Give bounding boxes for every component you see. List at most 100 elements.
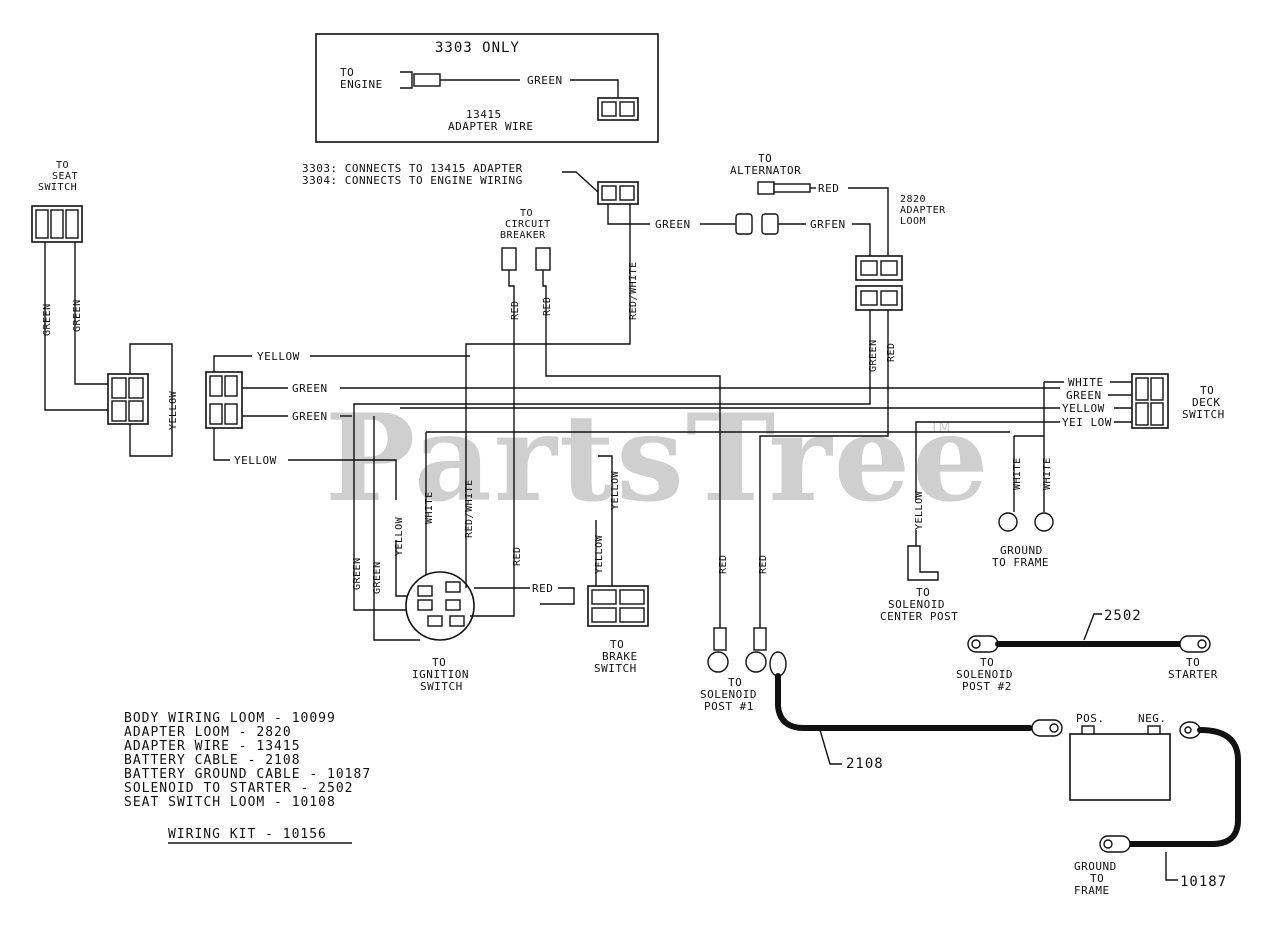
watermark: PartsTree TM <box>325 388 990 529</box>
solenoid-post1-group: RED RED TO SOLENOID POST #1 <box>700 554 769 713</box>
wire-red-alternator: RED <box>818 182 839 195</box>
brake-label-2: BRAKE <box>602 650 638 663</box>
inset-wire-green: GREEN <box>527 74 563 87</box>
parts-list: BODY WIRING LOOM - 10099 ADAPTER LOOM - … <box>124 711 371 844</box>
wire-green-adapter: GREEN <box>868 339 879 372</box>
inset-plug-body <box>413 73 441 87</box>
breaker-terminal-1 <box>501 247 517 271</box>
breaker-terminal-2 <box>535 247 551 271</box>
ground-frame-label-1: GROUND <box>1000 544 1043 557</box>
starter-label-2: STARTER <box>1168 668 1218 681</box>
inset-to-engine-2: ENGINE <box>340 78 383 91</box>
parts-list-item: SOLENOID TO STARTER - 2502 <box>124 781 354 796</box>
circuit-breaker-group: TO CIRCUIT BREAKER RED RED <box>500 208 721 628</box>
solenoid-center-label-3: CENTER POST <box>880 610 958 623</box>
parts-list-item: BODY WIRING LOOM - 10099 <box>124 711 336 726</box>
ignition-label-3: SWITCH <box>420 680 463 693</box>
inset-frame <box>315 33 659 143</box>
ground-frame-label-2: TO FRAME <box>992 556 1049 569</box>
sol-post1-label-1: TO <box>728 676 742 689</box>
brake-switch-group: YELLOW YELLOW TO BRAKE SWITCH <box>587 455 649 675</box>
cable-2502: 2502 TO SOLENOID POST #2 TO STARTER <box>956 608 1218 693</box>
sol-post1-label-2: SOLENOID <box>700 688 757 701</box>
ignition-label-2: IGNITION <box>412 668 469 681</box>
ground-ring-2 <box>1034 512 1054 532</box>
sol-post1-label-3: POST #1 <box>704 700 754 713</box>
sol-post2-label-1: TO <box>980 656 994 669</box>
parts-list-item: SEAT SWITCH LOOM - 10108 <box>124 795 336 810</box>
ground-bottom-label-2: TO <box>1090 872 1104 885</box>
battery-cable-2108: 2108 <box>769 651 1063 772</box>
seat-switch-label-3: SWITCH <box>38 182 77 193</box>
battery-neg: NEG. <box>1138 712 1167 725</box>
wire-red-ign: RED <box>512 546 523 566</box>
wire-red-adapter: RED <box>886 342 897 362</box>
solenoid-ring-1 <box>707 651 729 673</box>
wire-yei-low-deck: YEI LOW <box>1062 416 1112 429</box>
watermark-brand: PartsTree <box>325 388 990 529</box>
wire-green-2: GREEN <box>292 410 328 423</box>
wire-yellow-brake-2: YELLOW <box>594 534 605 574</box>
wire-grfen: GRFEN <box>810 218 846 231</box>
connects-3303: 3303: CONNECTS TO 13415 ADAPTER <box>302 162 523 175</box>
wire-red-breaker-1: RED <box>510 300 521 320</box>
wire-red-sol-2: RED <box>758 554 769 574</box>
solenoid-center-post-group: YELLOW TO SOLENOID CENTER POST <box>880 490 958 623</box>
solenoid-center-label-1: TO <box>916 586 930 599</box>
deck-switch-label-3: SWITCH <box>1182 408 1225 421</box>
ignition-switch-body <box>405 571 475 641</box>
wire-yellow-ign: YELLOW <box>394 516 405 556</box>
seat-switch-label-2: SEAT <box>52 171 78 182</box>
engine-connector-group: 3303: CONNECTS TO 13415 ADAPTER 3304: CO… <box>302 162 871 560</box>
circuit-breaker-label-1: TO <box>520 208 533 219</box>
wire-red-breaker-2: RED <box>542 296 553 316</box>
wire-green-ign-1: GREEN <box>352 557 363 590</box>
solenoid-ring-2 <box>745 651 767 673</box>
wire-red-white-top: RED/WHITE <box>628 261 639 320</box>
wire-yellow-solenoid: YELLOW <box>914 490 925 530</box>
alternator-label-2: ALTERNATOR <box>730 164 801 177</box>
starter-label-1: TO <box>1186 656 1200 669</box>
wire-red-ign-brake: RED <box>532 582 553 595</box>
inset-plug <box>400 71 413 89</box>
cable-2502-label: 2502 <box>1104 608 1142 624</box>
seat-switch: TO SEAT SWITCH GREEN GREEN YELLOW <box>31 160 179 457</box>
battery <box>1069 733 1171 801</box>
deck-switch-group: WHITE GREEN YELLOW YEI LOW TO DECK SWITC… <box>400 373 1225 569</box>
wire-white-deck: WHITE <box>1068 376 1104 389</box>
inset-part-no: 13415 <box>466 108 502 121</box>
battery-group: POS. NEG. 10187 GROUND TO FRAME <box>1069 712 1241 897</box>
wiring-kit: WIRING KIT - 10156 <box>168 827 327 842</box>
ignition-switch-group: GREEN GREEN YELLOW WHITE RED/WHITE RED R… <box>352 416 1010 693</box>
wire-green-ign-2: GREEN <box>372 561 383 594</box>
adapter-loom-label-1: 2820 <box>900 194 926 205</box>
circuit-breaker-label-3: BREAKER <box>500 230 546 241</box>
wire-yellow-bottom: YELLOW <box>234 454 277 467</box>
solenoid-center-terminal <box>907 545 939 581</box>
wire-yellow-deck: YELLOW <box>1062 402 1105 415</box>
solenoid-center-label-2: SOLENOID <box>888 598 945 611</box>
deck-switch-label-2: DECK <box>1192 396 1221 409</box>
ground-ring-1 <box>998 512 1018 532</box>
inset-to-engine-1: TO <box>340 66 354 79</box>
parts-list-item: BATTERY GROUND CABLE - 10187 <box>124 767 371 782</box>
alternator-label-1: TO <box>758 152 772 165</box>
inset-3303-only: 3303 ONLY TO ENGINE GREEN 13415 ADAPTER … <box>315 33 659 143</box>
adapter-loom-label-3: LOOM <box>900 216 926 227</box>
wire-red-sol-1: RED <box>718 554 729 574</box>
parts-list-item: BATTERY CABLE - 2108 <box>124 753 301 768</box>
seat-wire-green-2: GREEN <box>72 299 83 332</box>
adapter-loom-label-2: ADAPTER <box>900 205 946 216</box>
wire-green-engine: GREEN <box>655 218 691 231</box>
wire-white-ign: WHITE <box>424 491 435 524</box>
parts-list-item: ADAPTER WIRE - 13415 <box>124 739 301 754</box>
alternator-adapter-group: TO ALTERNATOR RED 2820 ADAPTER LOOM GREE… <box>353 152 946 628</box>
body-loom-left-connector: YELLOW GREEN GREEN YELLOW <box>205 350 1060 500</box>
sol-post2-label-3: POST #2 <box>962 680 1012 693</box>
wire-green-deck: GREEN <box>1066 389 1102 402</box>
wire-white-ground-2: WHITE <box>1042 457 1053 490</box>
ground-bottom-label-3: FRAME <box>1074 884 1110 897</box>
wire-yellow-top: YELLOW <box>257 350 300 363</box>
seat-wire-green-1: GREEN <box>42 303 53 336</box>
